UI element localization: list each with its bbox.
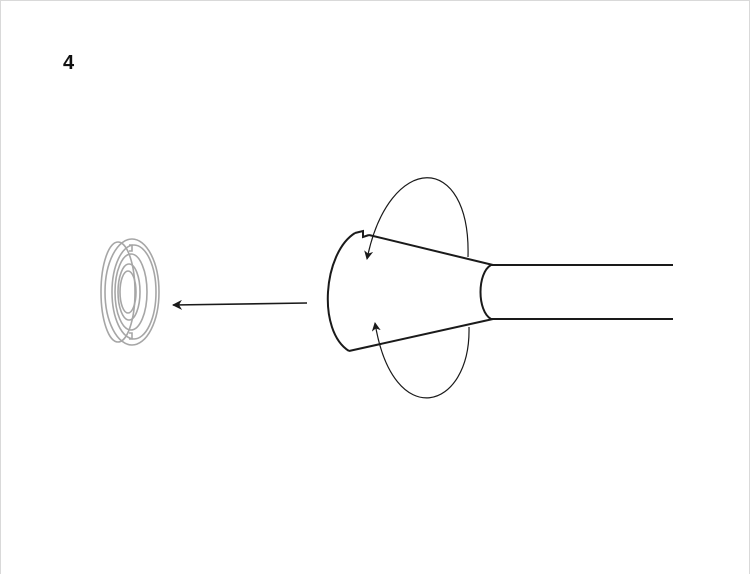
- pipe-end-fitting-icon: [326, 229, 673, 352]
- step-number: 4: [63, 52, 75, 74]
- removal-arrow-icon: [172, 299, 308, 310]
- ring-part-icon: [100, 238, 160, 346]
- rotation-arrows-icon: [364, 177, 470, 399]
